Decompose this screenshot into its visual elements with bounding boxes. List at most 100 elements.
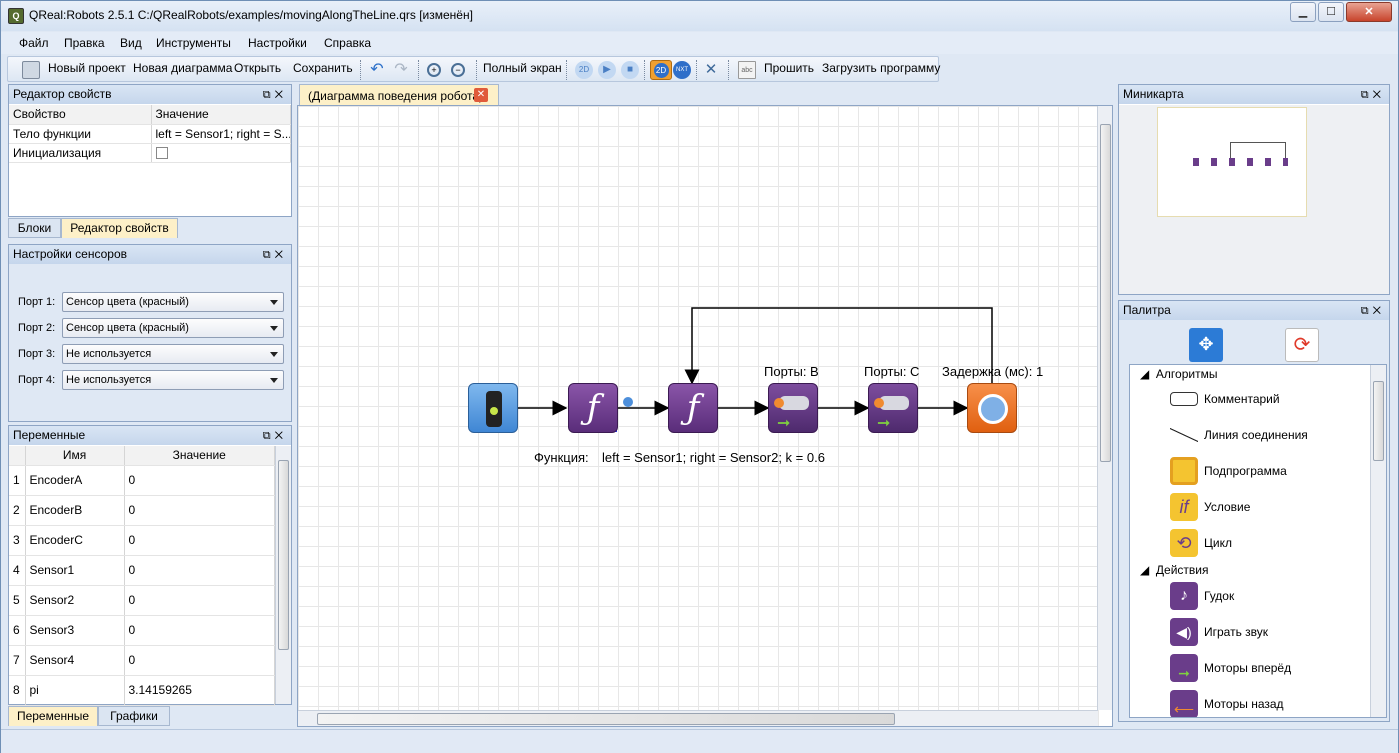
panel-float-close-icons[interactable]: ⧉✕: [1360, 89, 1385, 101]
upload-program-button[interactable]: Загрузить программу: [822, 61, 941, 75]
port2-select[interactable]: Сенсор цвета (красный): [62, 318, 284, 338]
undo-icon[interactable]: ↶: [370, 61, 384, 78]
col-header-name: Имя: [25, 446, 125, 466]
palette-item-play-sound[interactable]: ◀)Играть звук: [1170, 618, 1386, 648]
motors-forward-block-b[interactable]: ➞: [768, 383, 818, 433]
link-delay-loop-back[interactable]: [684, 307, 993, 385]
palette-list: ◢ Алгоритмы Комментарий Линия соединения…: [1129, 364, 1387, 718]
variable-value[interactable]: 0: [124, 585, 275, 616]
stop-icon[interactable]: ■: [621, 61, 639, 79]
tab-variables[interactable]: Переменные: [8, 706, 98, 726]
minimap-view[interactable]: [1119, 105, 1389, 294]
switch-view-icon[interactable]: ⟳: [1285, 328, 1319, 362]
scroll-thumb[interactable]: [1373, 381, 1384, 461]
group-actions[interactable]: ◢ Действия: [1140, 563, 1209, 577]
variable-value[interactable]: 0: [124, 645, 275, 676]
variable-value[interactable]: 0: [124, 615, 275, 646]
variable-value[interactable]: 3.14159265: [124, 675, 275, 706]
tab-blocks[interactable]: Блоки: [8, 218, 61, 238]
panel-float-close-icons[interactable]: ⧉✕: [262, 430, 287, 442]
zoom-in-icon[interactable]: +: [427, 63, 441, 77]
palette-item-subprogram[interactable]: Подпрограмма: [1170, 457, 1386, 487]
redo-icon[interactable]: ↷: [394, 61, 408, 78]
variable-value[interactable]: 0: [124, 525, 275, 556]
menu-tools[interactable]: Инструменты: [156, 36, 231, 50]
panel-float-close-icons[interactable]: ⧉✕: [262, 249, 287, 261]
property-editor-title: Редактор свойств: [13, 87, 112, 101]
function-block-2[interactable]: ƒ: [668, 383, 718, 433]
collapse-all-icon[interactable]: ✥: [1189, 328, 1223, 362]
variable-value[interactable]: 0: [124, 555, 275, 586]
menu-view[interactable]: Вид: [120, 36, 142, 50]
flash-button[interactable]: Прошить: [764, 61, 815, 75]
link-handle-dot[interactable]: [623, 397, 633, 407]
palette-item-label: Гудок: [1204, 589, 1235, 603]
property-value-function-body[interactable]: left = Sensor1; right = S...: [151, 124, 291, 144]
compile-icon[interactable]: abc: [738, 61, 756, 79]
motor-icon: [879, 396, 909, 410]
palette-item-comment[interactable]: Комментарий: [1170, 385, 1386, 415]
scroll-thumb[interactable]: [1100, 124, 1111, 462]
menu-settings[interactable]: Настройки: [248, 36, 307, 50]
palette-item-label: Цикл: [1204, 536, 1232, 550]
nxt-mode-button[interactable]: NXT: [673, 61, 691, 79]
2d-model-icon[interactable]: 2D: [575, 61, 593, 79]
new-project-button[interactable]: Новый проект: [48, 61, 126, 75]
minimap-loop: [1230, 142, 1286, 158]
canvas-horizontal-scrollbar[interactable]: [298, 710, 1098, 726]
row-number: 8: [9, 675, 26, 706]
diagram-tab[interactable]: (Диаграмма поведения робота) ✕: [299, 84, 499, 106]
panel-float-close-icons[interactable]: ⧉✕: [1360, 305, 1385, 317]
minimize-button[interactable]: ▁: [1290, 2, 1316, 22]
palette-item-link[interactable]: Линия соединения: [1170, 421, 1386, 451]
save-button[interactable]: Сохранить: [293, 61, 353, 75]
menu-file[interactable]: Файл: [19, 36, 49, 50]
group-algorithms[interactable]: ◢ Алгоритмы: [1140, 367, 1218, 381]
scroll-thumb[interactable]: [278, 460, 289, 650]
variables-title: Переменные: [13, 428, 86, 442]
menu-edit[interactable]: Правка: [64, 36, 105, 50]
subprogram-icon: [1170, 457, 1198, 485]
scroll-thumb[interactable]: [317, 713, 895, 725]
function-block-1[interactable]: ƒ: [568, 383, 618, 433]
tab-property-editor[interactable]: Редактор свойств: [61, 218, 178, 238]
delay-label: Задержка (мс): 1: [942, 364, 1044, 379]
property-value-init[interactable]: [151, 143, 291, 163]
tab-graphs[interactable]: Графики: [98, 706, 170, 726]
delay-block[interactable]: [967, 383, 1017, 433]
open-button[interactable]: Открыть: [234, 61, 282, 75]
maximize-button[interactable]: ☐: [1318, 2, 1344, 22]
row-number: 5: [9, 585, 26, 616]
start-block[interactable]: [468, 383, 518, 433]
close-button[interactable]: ✕: [1346, 2, 1392, 22]
run-icon[interactable]: ▶: [598, 61, 616, 79]
row-number: 4: [9, 555, 26, 586]
palette-item-motors-forward[interactable]: ➞Моторы вперёд: [1170, 654, 1386, 684]
minimap-viewport[interactable]: [1157, 107, 1307, 217]
variable-value[interactable]: 0: [124, 495, 275, 526]
new-diagram-button[interactable]: Новая диаграмма: [133, 61, 233, 75]
function-prefix-label: Функция:: [534, 450, 589, 465]
port3-select[interactable]: Не используется: [62, 344, 284, 364]
2d-mode-toggle[interactable]: 2D: [650, 60, 672, 80]
palette-item-motors-backward[interactable]: ⟵Моторы назад: [1170, 690, 1386, 717]
variables-scrollbar[interactable]: [275, 446, 291, 704]
palette-scrollbar[interactable]: [1370, 365, 1386, 717]
init-checkbox[interactable]: [155, 147, 168, 160]
connection-lines: [518, 307, 993, 432]
close-tab-icon[interactable]: ✕: [474, 88, 488, 102]
motors-forward-block-c[interactable]: ➞: [868, 383, 918, 433]
palette-item-beep[interactable]: ♪Гудок: [1170, 582, 1386, 612]
canvas-vertical-scrollbar[interactable]: [1097, 106, 1112, 710]
port1-select[interactable]: Сенсор цвета (красный): [62, 292, 284, 312]
panel-float-close-icons[interactable]: ⧉✕: [262, 89, 287, 101]
fullscreen-button[interactable]: Полный экран: [483, 61, 562, 75]
menu-help[interactable]: Справка: [324, 36, 372, 50]
palette-item-loop[interactable]: ⟲Цикл: [1170, 529, 1386, 559]
diagram-canvas[interactable]: ƒ ƒ ➞ ➞ Порты: B Порты: C Задержка (мс):…: [297, 105, 1113, 727]
variable-value[interactable]: 0: [124, 465, 275, 496]
port4-select[interactable]: Не используется: [62, 370, 284, 390]
settings-tools-icon[interactable]: ✕: [704, 61, 718, 78]
zoom-out-icon[interactable]: −: [451, 63, 465, 77]
